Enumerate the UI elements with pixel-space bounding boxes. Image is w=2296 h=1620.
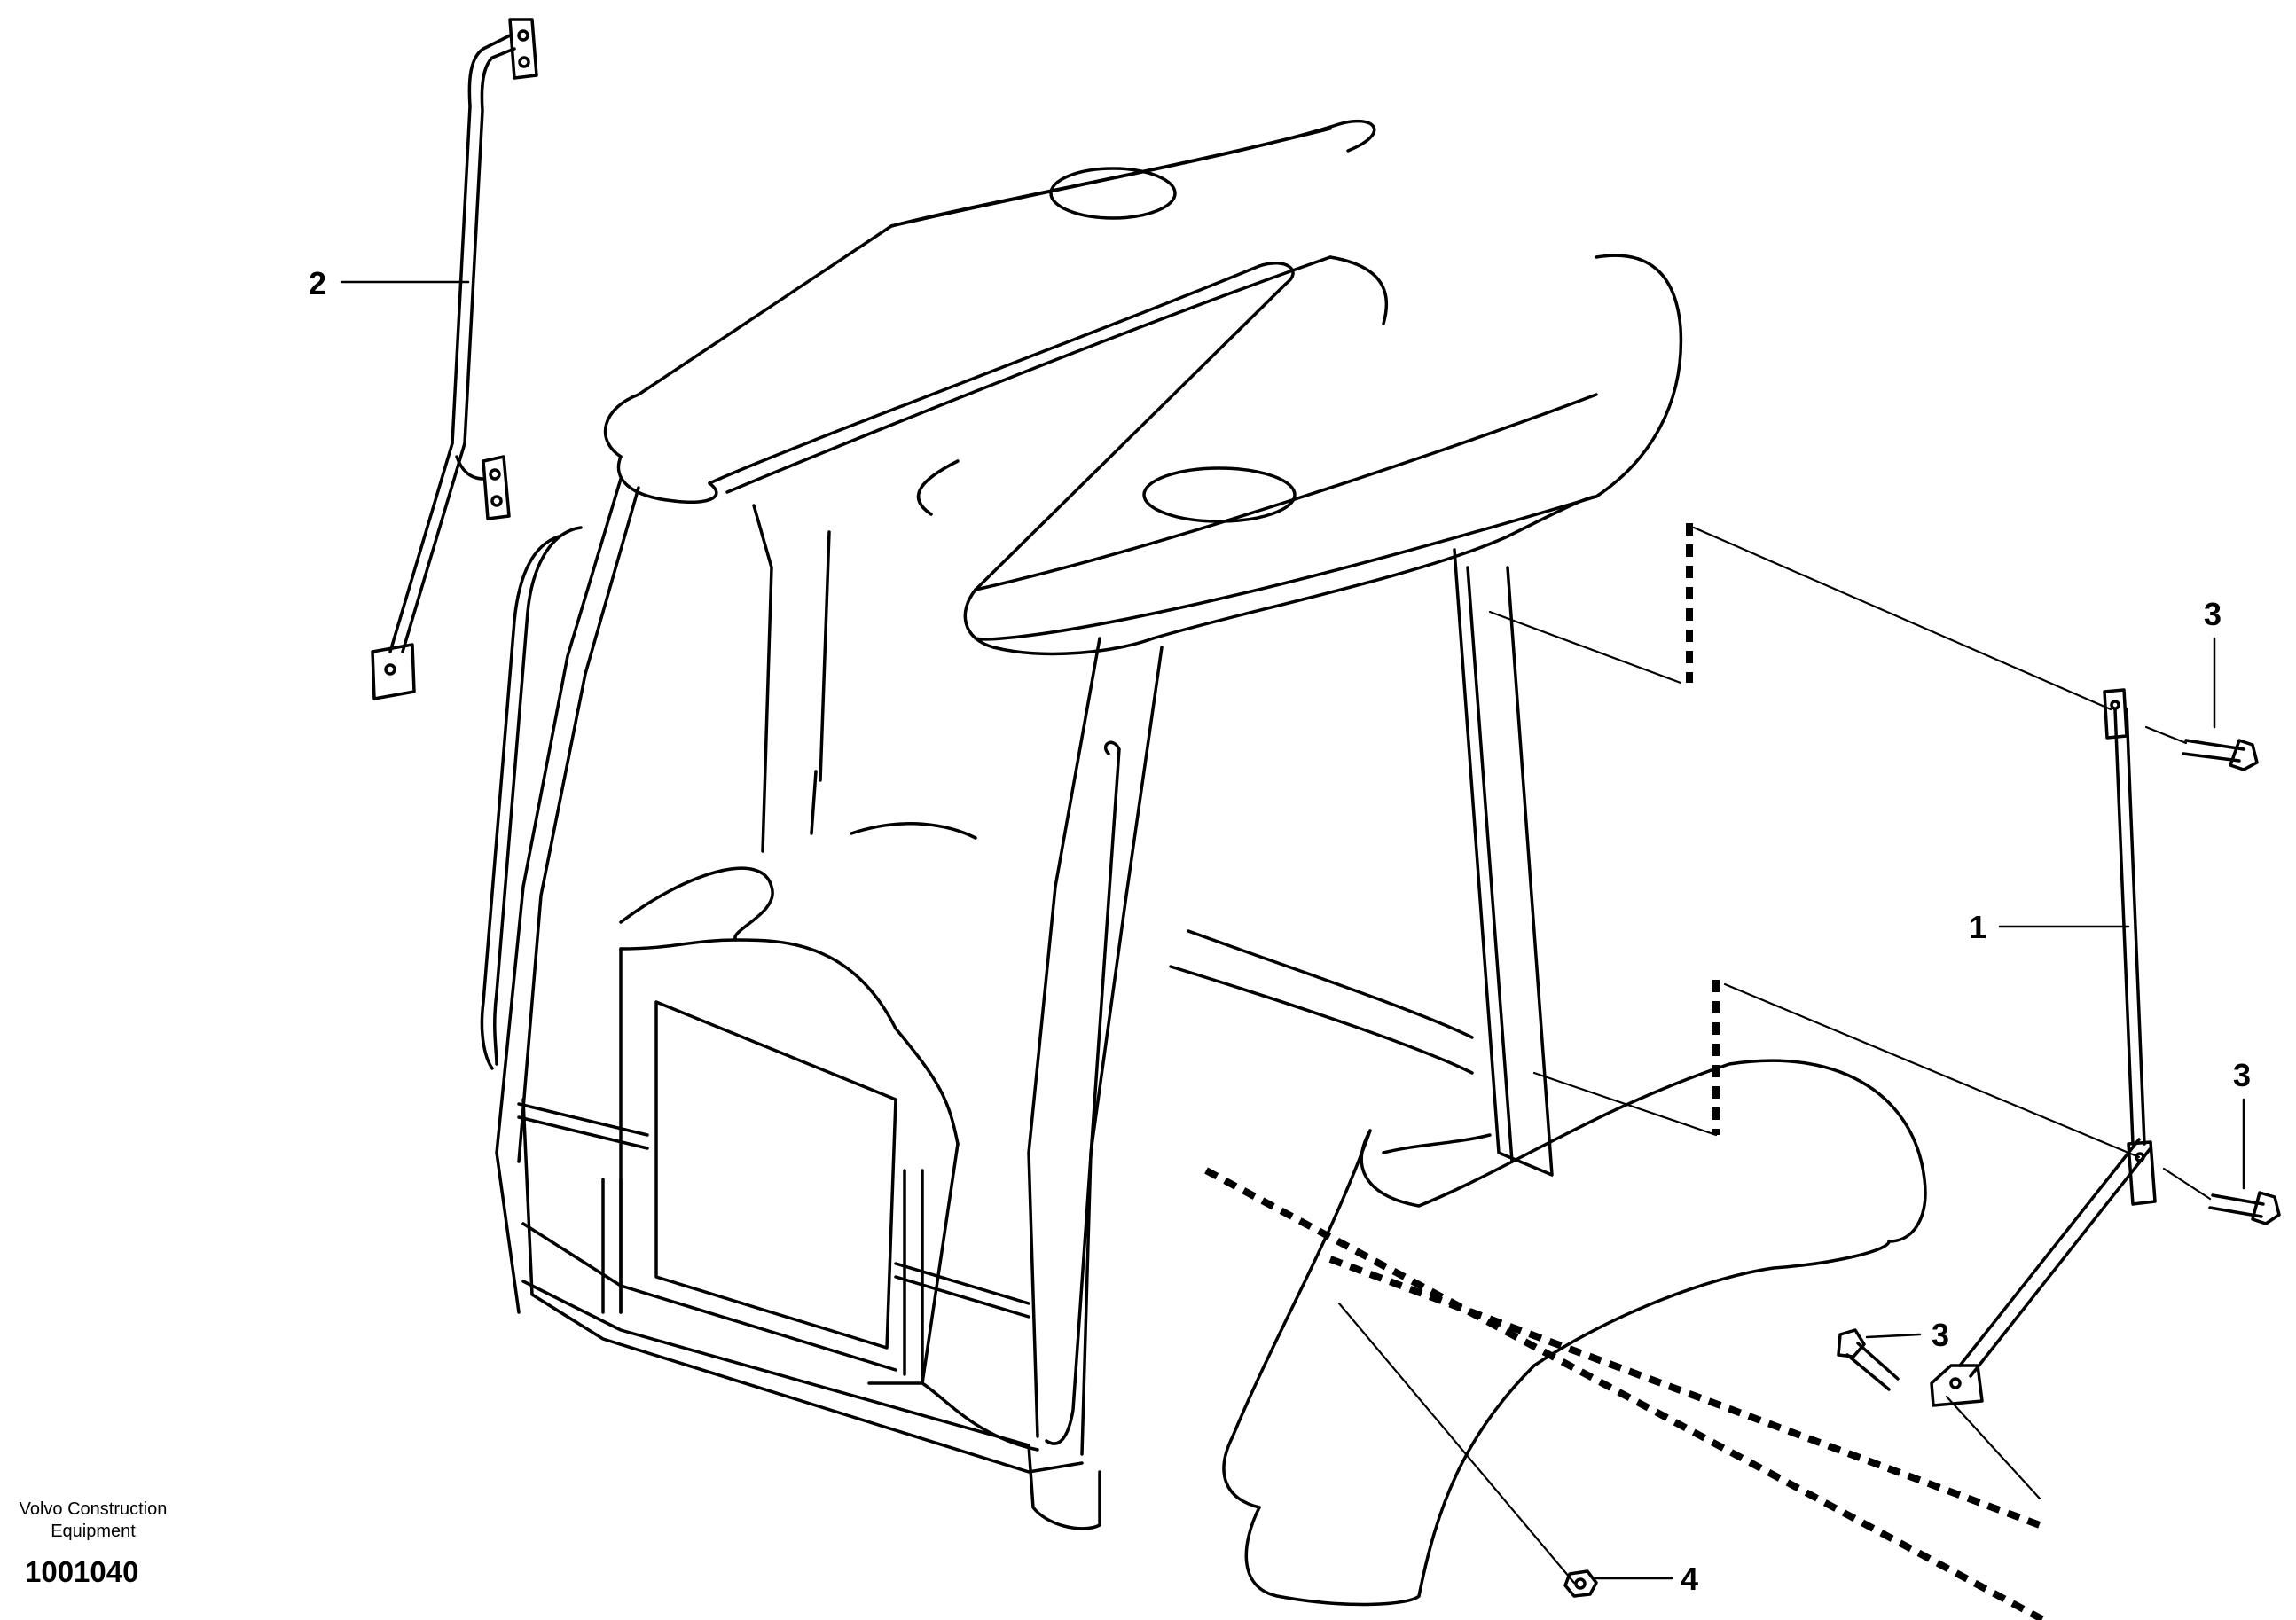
callout-4: 4 [1681,1561,1698,1597]
callout-3-lower: 3 [2233,1057,2251,1093]
fender [1222,1059,1927,1607]
callout-3-middle: 3 [1932,1317,1949,1353]
callout-3-upper: 3 [2204,596,2222,632]
drill-guides [1204,523,2050,1620]
cab-roof [603,119,1683,656]
callout-numbers: 2 3 1 3 3 4 [309,265,2251,1597]
callout-2: 2 [309,265,326,301]
bolt-lower-right [2208,1191,2281,1225]
manufacturer-line-2: Equipment [51,1522,136,1541]
drawing-footer: Volvo Construction Equipment 1001040 [0,1499,186,1589]
manufacturer-line-1: Volvo Construction [19,1499,168,1519]
cab-body [480,477,1554,1530]
handrail-item-2 [371,18,538,700]
bolt-lower-middle [1837,1328,1900,1391]
drawing-number: 1001040 [25,1555,139,1588]
handrail-item-1 [1930,688,2157,1407]
callout-leaders [340,280,2245,1580]
bolt-upper-right [2182,739,2259,771]
callout-1: 1 [1969,909,1986,945]
assembly-leader-lines [1337,526,2212,1585]
nut-item-4 [1563,1569,1598,1598]
